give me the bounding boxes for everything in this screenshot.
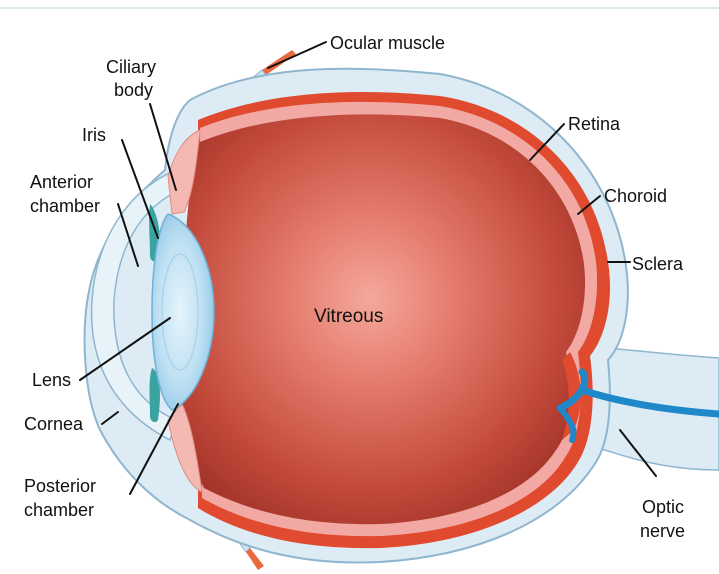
label-ciliary-body-line2: body: [114, 80, 153, 100]
leader-ocular-muscle: [268, 42, 326, 68]
label-choroid: Choroid: [604, 186, 667, 206]
label-posterior-chamber-line1: Posterior: [24, 476, 96, 496]
label-vitreous: Vitreous: [314, 306, 383, 327]
label-iris: Iris: [82, 125, 106, 145]
label-ciliary-body-line1: Ciliary: [106, 57, 156, 77]
label-cornea: Cornea: [24, 414, 84, 434]
label-lens: Lens: [32, 370, 71, 390]
label-ocular-muscle: Ocular muscle: [330, 33, 445, 53]
label-posterior-chamber-line2: chamber: [24, 500, 94, 520]
label-optic-nerve-line1: Optic: [642, 497, 684, 517]
ocular-muscle-bottom: [246, 548, 264, 570]
label-sclera: Sclera: [632, 254, 684, 274]
label-retina: Retina: [568, 114, 621, 134]
label-optic-nerve-line2: nerve: [640, 521, 685, 541]
label-anterior-chamber-line2: chamber: [30, 196, 100, 216]
label-anterior-chamber-line1: Anterior: [30, 172, 93, 192]
